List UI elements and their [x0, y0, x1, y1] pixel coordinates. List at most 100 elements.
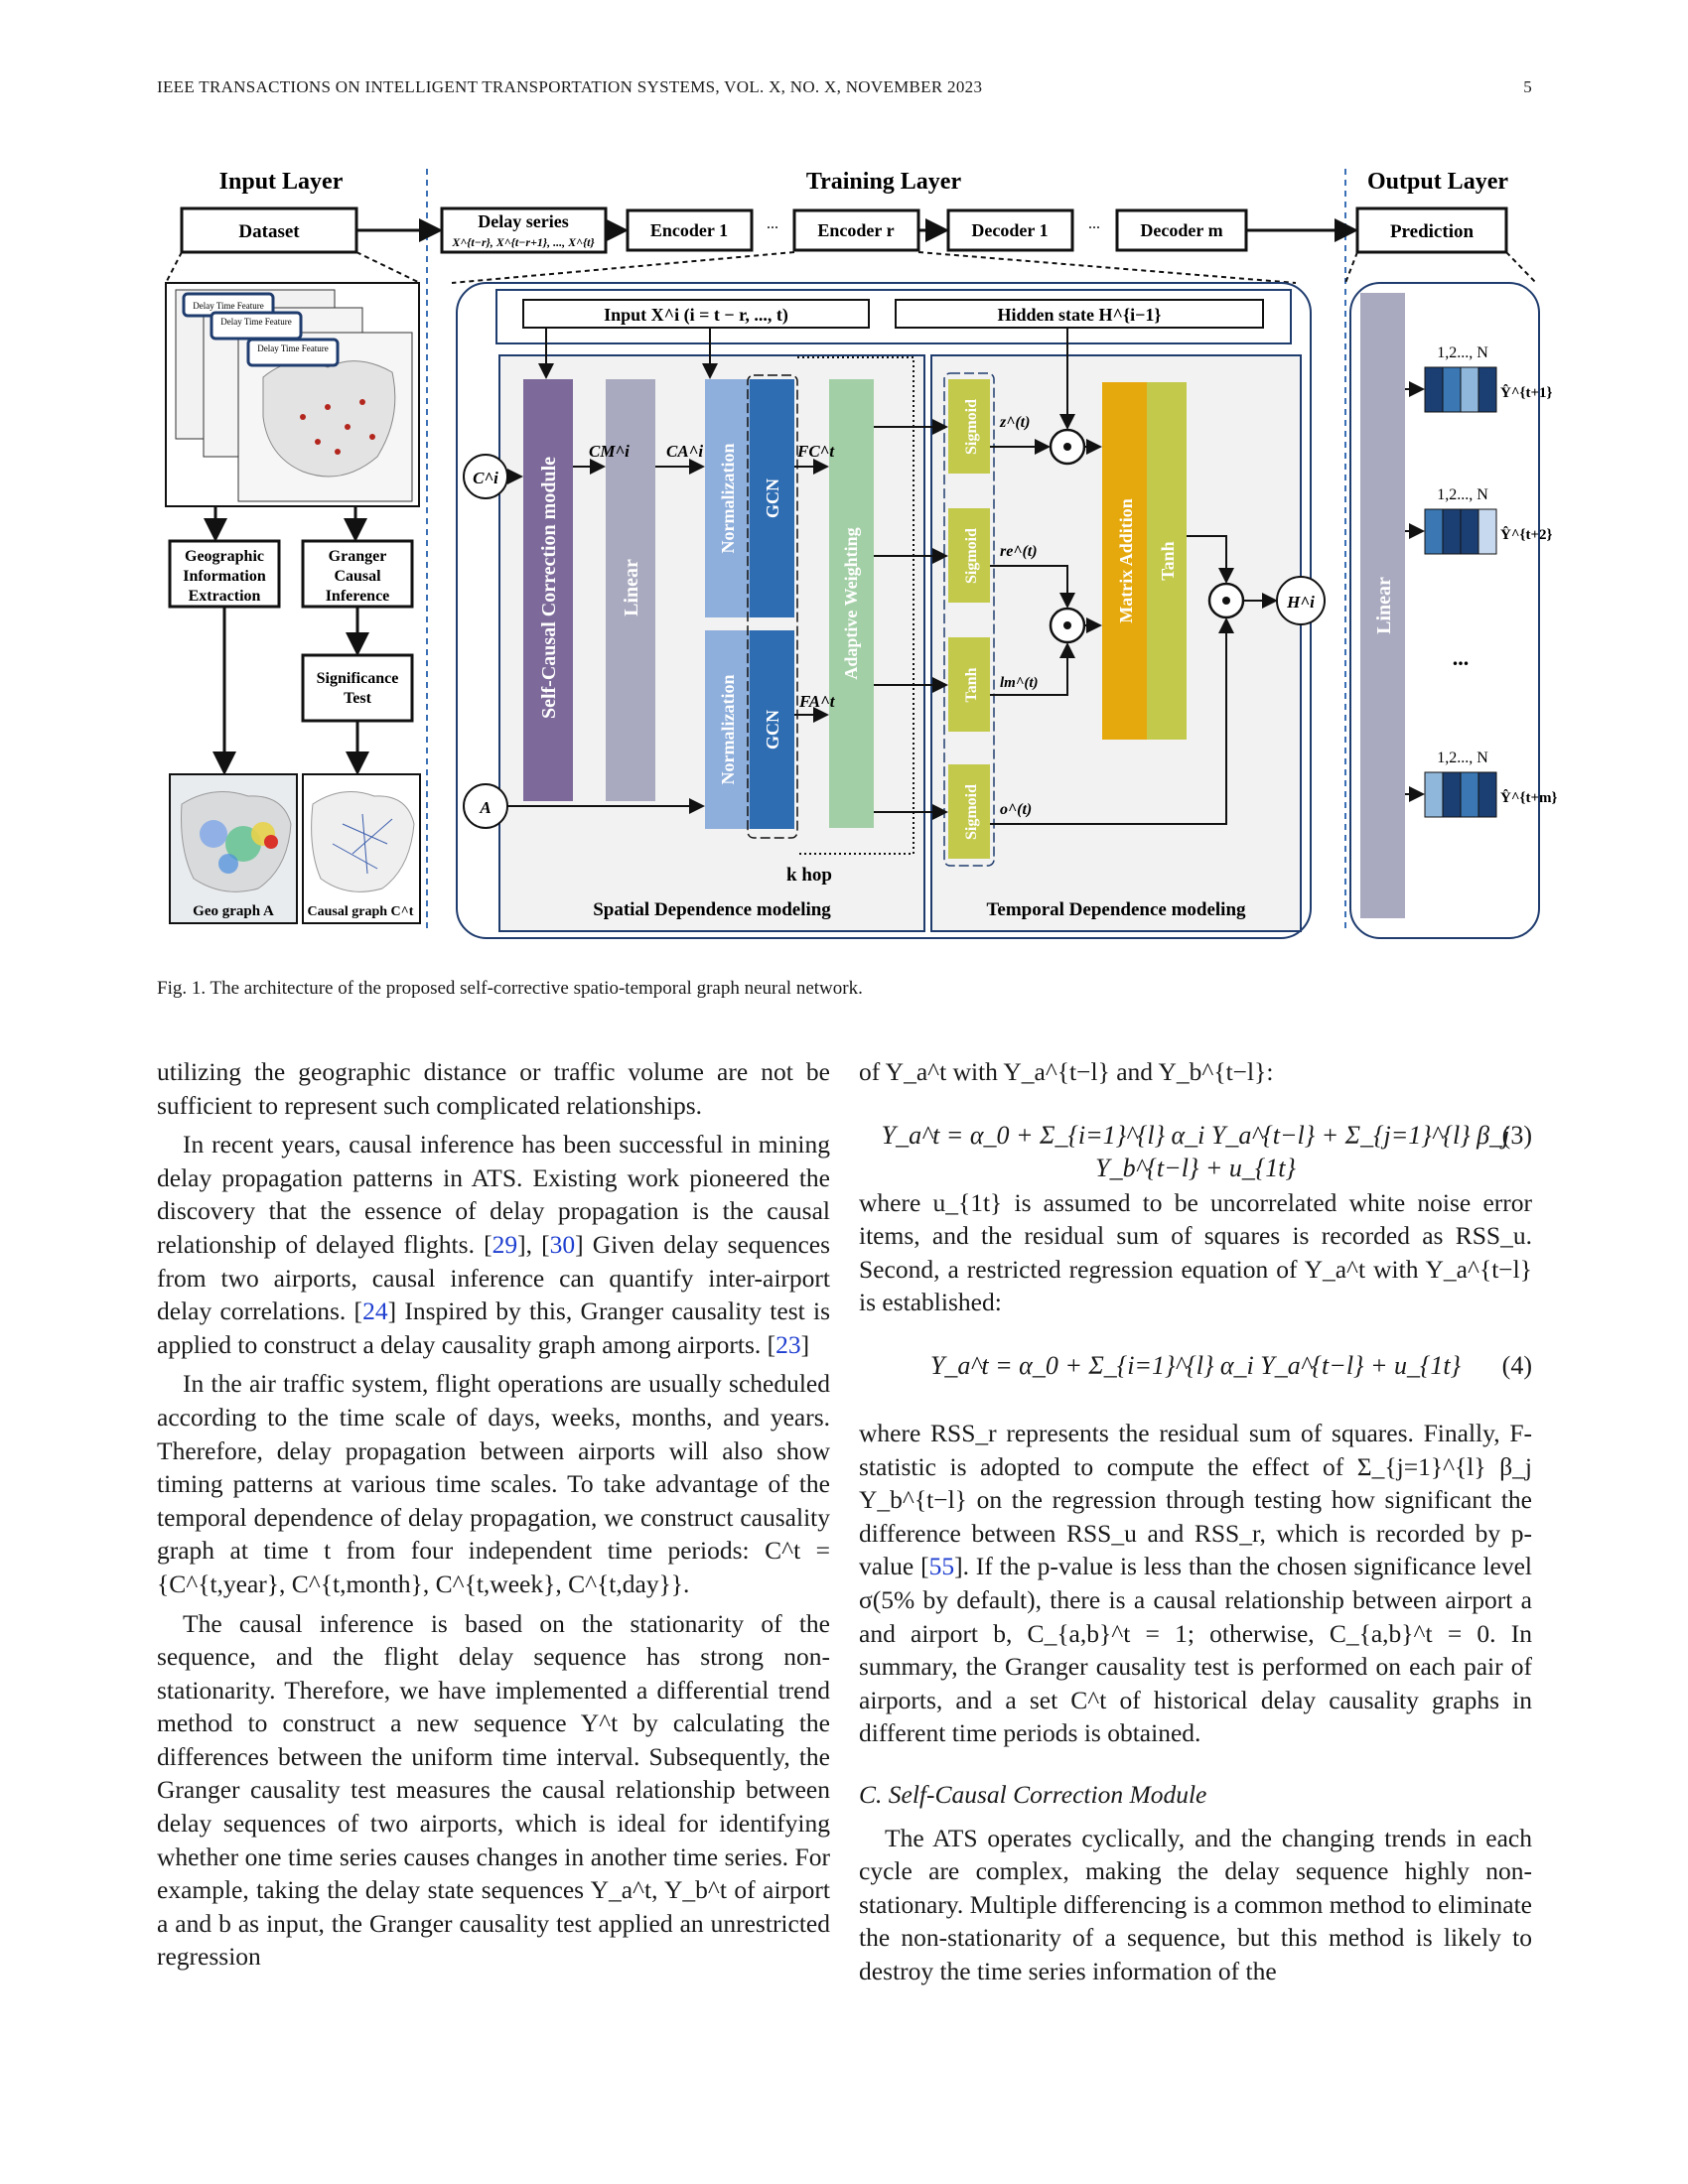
spatial-label: Spatial Dependence modeling [593, 899, 831, 920]
matrix-addition-label: Matrix Addition [1116, 498, 1136, 623]
encoder-zoom-lines [451, 251, 1297, 284]
hi-node [1276, 576, 1326, 625]
mult-dot-3 [1222, 597, 1230, 605]
fc-label: FC^t [796, 442, 835, 461]
nodes-label-3: 1,2..., N [1437, 750, 1488, 766]
nodes-label-2: 1,2..., N [1437, 486, 1488, 503]
ref-29[interactable]: 29 [492, 1229, 518, 1259]
figure-caption: Fig. 1. The architecture of the proposed… [157, 978, 863, 999]
geo-graph-label: Geo graph A [193, 903, 274, 919]
granger-line-1: Granger [329, 548, 387, 565]
causal-graph-label: Causal graph C^t [308, 904, 414, 919]
khop-label: k hop [786, 865, 832, 886]
gate-re [948, 508, 990, 603]
lm-label: lm^(t) [1000, 675, 1039, 691]
journal-title: IEEE TRANSACTIONS ON INTELLIGENT TRANSPO… [157, 77, 983, 96]
architecture-figure: Input Layer Training Layer Output Layer … [165, 169, 1557, 939]
granger-box [301, 539, 414, 609]
causal-map-shape [311, 791, 415, 892]
ref-23[interactable]: 23 [775, 1329, 801, 1359]
right-para-1: of Y_a^t with Y_a^{t−l} and Y_b^{t−l}: [859, 1057, 1274, 1086]
gcn-label-top: GCN [763, 478, 782, 518]
mult-dot-2 [1063, 621, 1071, 629]
heat-row-3 [1424, 771, 1497, 818]
left-para-4: The causal inference is based on the sta… [157, 1608, 830, 1972]
decoder1-label: Decoder 1 [971, 220, 1048, 240]
gate-o-label: Sigmoid [963, 784, 980, 840]
delay-series-label: Delay series [478, 211, 568, 231]
fa-label: FA^t [798, 692, 836, 711]
ca-label: CA^i [666, 442, 703, 461]
granger-line-3: Inference [326, 588, 390, 605]
granger-line-2: Causal [334, 568, 381, 585]
delay-series-sub: X^{t−r}, X^{t−r+1}, ..., X^{t} [451, 235, 595, 249]
delay-feature-tags: Delay Time Feature Delay Time Feature De… [182, 292, 340, 367]
hi-label: H^i [1286, 593, 1315, 612]
right-column: of Y_a^t with Y_a^{t−l} and Y_b^{t−l}: Y… [859, 1055, 1532, 1993]
prediction-box [1355, 206, 1508, 254]
input-layer-title: Input Layer [219, 169, 344, 195]
encoder-r-label: Encoder r [817, 220, 894, 240]
mult-dot-1 [1063, 443, 1071, 451]
right-para-2: where u_{1t} is assumed to be uncorrelat… [859, 1187, 1532, 1317]
khop-dotted-loop [797, 356, 914, 855]
encoder-r-box [792, 208, 920, 252]
output-linear-bar [1360, 293, 1405, 918]
svg-text:Delay Time Feature: Delay Time Feature [257, 343, 329, 353]
ref-55[interactable]: 55 [928, 1552, 955, 1581]
equation-4-number: (4) [1501, 1350, 1532, 1380]
norm-bar-bottom [705, 630, 750, 829]
running-header: IEEE TRANSACTIONS ON INTELLIGENT TRANSPO… [157, 77, 1532, 97]
right-para-4: The ATS operates cyclically, and the cha… [859, 1823, 1532, 1985]
page-number: 5 [1523, 77, 1532, 96]
prediction-zoom-lines [1344, 251, 1537, 284]
a-label: A [479, 798, 491, 817]
left-column: utilizing the geographic distance or tra… [157, 1055, 830, 1979]
gate-lm [948, 637, 990, 732]
ref-24[interactable]: 24 [362, 1297, 388, 1326]
arrow-o-mult [990, 617, 1234, 825]
right-para-3: where RSS_r represents the residual sum … [859, 1418, 1532, 1748]
equation-3-number: (3) [1501, 1120, 1532, 1150]
training-layer-title: Training Layer [806, 169, 962, 195]
geo-line-3: Extraction [189, 588, 261, 605]
gate-lm-label: Tanh [963, 667, 980, 702]
left-para-3: In the air traffic system, flight operat… [157, 1369, 830, 1598]
heat-row-2 [1424, 508, 1497, 555]
norm-label-top: Normalization [718, 444, 738, 554]
left-para-2: In recent years, causal inference has be… [157, 1130, 831, 1359]
significance-box [301, 653, 414, 723]
norm-bar-top [705, 379, 750, 617]
tanh-label: Tanh [1158, 541, 1178, 580]
gcn-dashed-outline [747, 374, 798, 839]
decoder-m-box [1115, 208, 1248, 252]
adaptive-label: Adaptive Weighting [841, 527, 861, 679]
re-label: re^(t) [1000, 543, 1038, 560]
linear-bar [606, 379, 655, 801]
svg-text:Delay Time Feature: Delay Time Feature [193, 301, 264, 311]
gate-o [948, 764, 990, 859]
ref-30[interactable]: 30 [549, 1229, 576, 1259]
decoder1-box [946, 208, 1074, 252]
encoder1-label: Encoder 1 [650, 220, 728, 240]
norm-label-bottom: Normalization [718, 675, 738, 785]
dataset-label: Dataset [238, 221, 300, 242]
output-linear-label: Linear [1373, 577, 1395, 634]
heat-row-1 [1424, 366, 1497, 413]
encoder1-box [626, 208, 754, 252]
geo-heatmap-blobs [200, 820, 278, 874]
tanh-bar [1147, 382, 1187, 740]
output-layer-title: Output Layer [1367, 169, 1508, 195]
equation-4: Y_a^t = α_0 + Σ_{i=1}^{l} α_i Y_a^{t−l} … [859, 1329, 1532, 1407]
airport-dots [300, 399, 375, 455]
gcn-bar-top [750, 379, 794, 617]
arrow-lm-mult [990, 642, 1075, 696]
left-para-1: utilizing the geographic distance or tra… [157, 1057, 830, 1120]
y1-label: Ŷ^{t+1} [1500, 384, 1553, 401]
gcn-bar-bottom [750, 630, 794, 829]
input-label: Input X^i (i = t − r, ..., t) [604, 305, 788, 326]
output-dots: ... [1453, 645, 1470, 670]
cm-label: CM^i [589, 442, 630, 461]
adaptive-bar [829, 379, 874, 828]
linear-label: Linear [621, 559, 642, 616]
